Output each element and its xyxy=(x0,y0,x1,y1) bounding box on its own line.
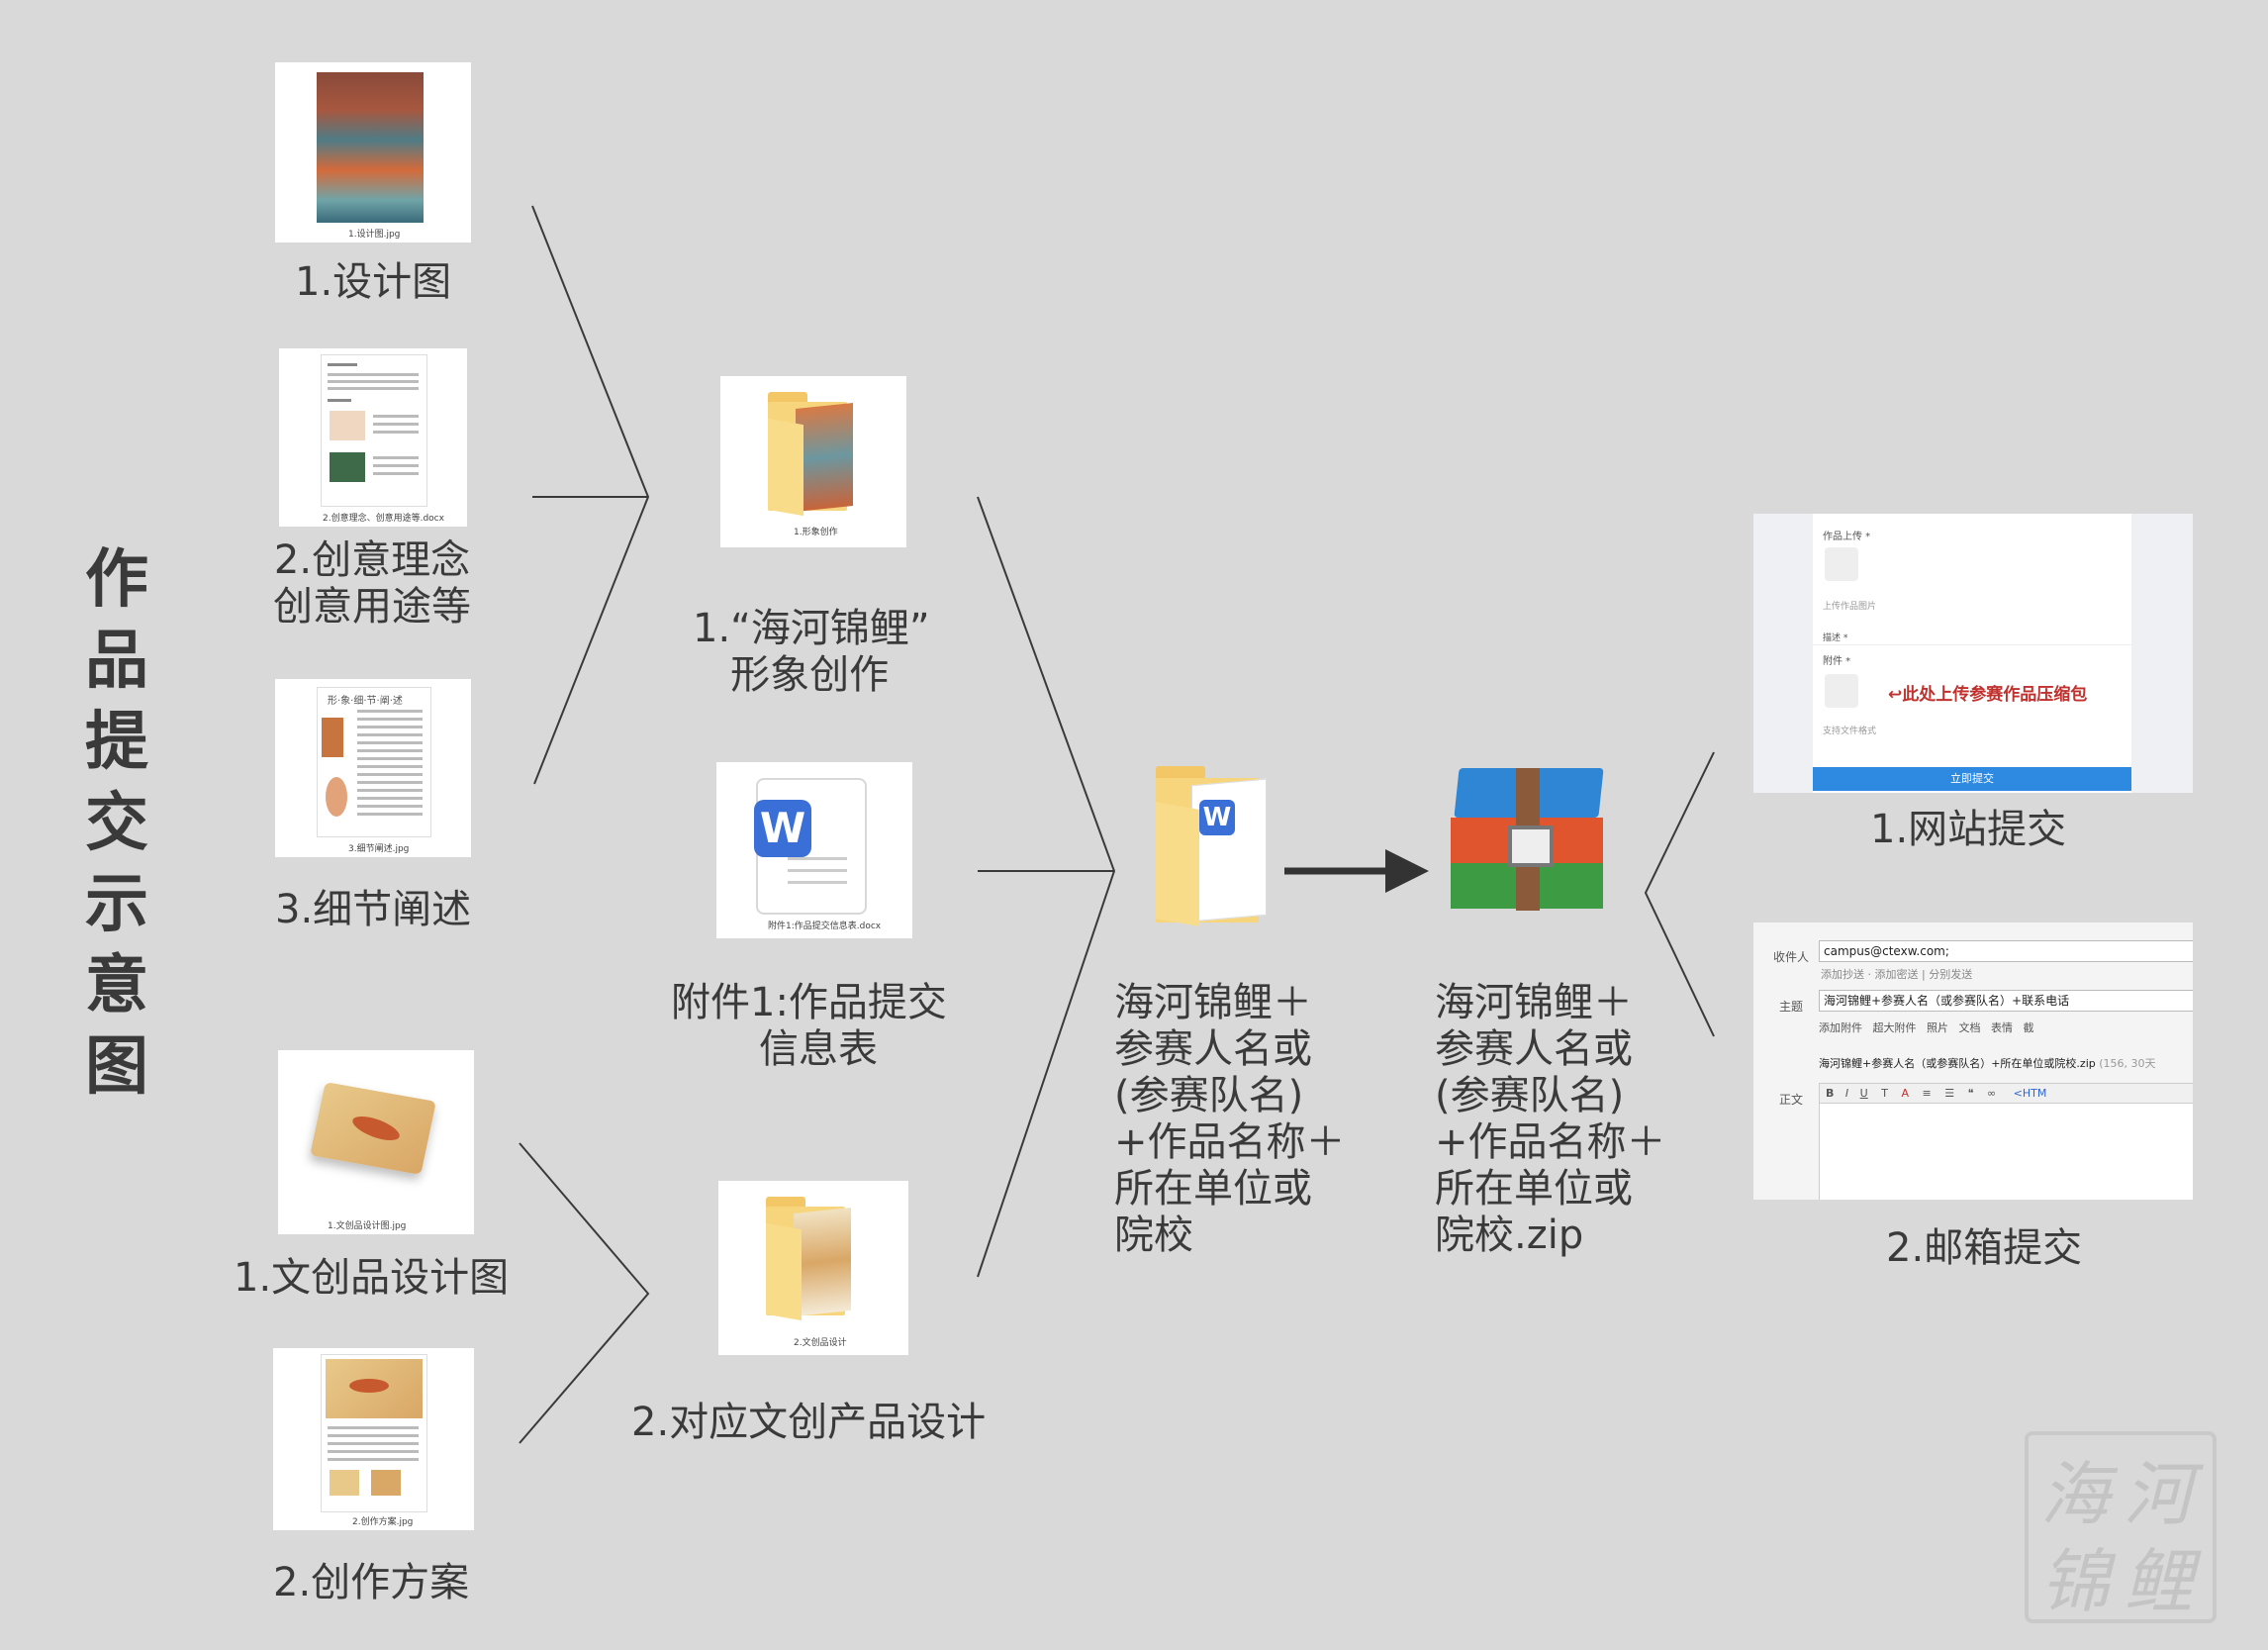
attachment-caption: 附件1:作品提交信息表.docx xyxy=(768,922,882,931)
concept-page xyxy=(321,354,427,507)
seal-char-1: 海 xyxy=(2040,1454,2110,1535)
bracket-top-left xyxy=(531,205,650,785)
zip-archive-icon xyxy=(1451,768,1605,915)
detail-label: 3.细节阐述 xyxy=(275,887,472,932)
folder-icon xyxy=(768,392,857,517)
format-toolbar: B I U T A ≡ ☰ ❝ ∞ <HTM xyxy=(1819,1083,2193,1105)
page-title: 作 品 提 交 示 意 图 xyxy=(85,543,148,1104)
product-design-caption: 2.文创品设计 xyxy=(794,1338,847,1348)
document-button[interactable]: 文档 xyxy=(1958,1021,1981,1034)
field-hint: 上传作品图片 xyxy=(1823,602,1877,612)
detail-thumbnail: 形·象·细·节·阐·述 3.细节阐述.jpg xyxy=(275,679,471,857)
detail-page: 形·象·细·节·阐·述 xyxy=(317,687,431,837)
concept-thumbnail: 2.创意理念、创意用途等.docx xyxy=(279,348,467,527)
image-creation-thumbnail: 1.形象创作 xyxy=(720,376,906,547)
bracket-middle xyxy=(977,496,1116,1278)
folder-icon-2 xyxy=(766,1197,855,1321)
subject-label: 主题 xyxy=(1779,1000,1804,1014)
plan-label: 2.创作方案 xyxy=(273,1560,470,1605)
list-icon[interactable]: ☰ xyxy=(1944,1087,1955,1100)
email-body[interactable] xyxy=(1819,1103,2193,1200)
to-field[interactable]: campus@ctexw.com; xyxy=(1819,940,2193,962)
to-label: 收件人 xyxy=(1773,950,1810,964)
website-screenshot: 作品上传 * 上传作品图片 描述 * 附件 * ↩此处上传参赛作品压缩包 支持文… xyxy=(1753,514,2193,793)
product-caption: 1.文创品设计图.jpg xyxy=(328,1221,407,1231)
design-caption: 1.设计图.jpg xyxy=(348,230,401,240)
email-label: 2.邮箱提交 xyxy=(1886,1225,2083,1271)
attach-toolbar: 添加附件 超大附件 照片 文档 表情 截 xyxy=(1819,1019,2034,1035)
concept-label: 2.创意理念 创意用途等 xyxy=(273,537,471,630)
quote-icon[interactable]: ❝ xyxy=(1967,1087,1974,1100)
bracket-right xyxy=(1644,751,1715,1037)
attachment-file: 海河锦鲤+参赛人名（或参赛队名）+所在单位或院校.zip (156, 30天 xyxy=(1819,1055,2156,1071)
color-icon[interactable]: A xyxy=(1901,1087,1909,1100)
body-label: 正文 xyxy=(1779,1093,1804,1107)
subject-field[interactable]: 海河锦鲤+参赛人名（或参赛队名）+联系电话 xyxy=(1819,990,2193,1012)
align-icon[interactable]: ≡ xyxy=(1922,1087,1932,1100)
word-badge-icon: W xyxy=(1199,800,1235,835)
detail-caption: 3.细节阐述.jpg xyxy=(348,844,410,854)
email-screenshot: 收件人 campus@ctexw.com; 添加抄送 · 添加密送 | 分别发送… xyxy=(1753,922,2193,1200)
attachment-thumbnail: W 附件1:作品提交信息表.docx xyxy=(716,762,912,938)
product-design-label: 2.对应文创产品设计 xyxy=(631,1400,987,1445)
plan-caption: 2.创作方案.jpg xyxy=(352,1517,414,1527)
attachment-name: 海河锦鲤+参赛人名（或参赛队名）+所在单位或院校.zip xyxy=(1819,1057,2096,1070)
emoji-button[interactable]: 表情 xyxy=(1991,1021,2013,1034)
underline-icon[interactable]: U xyxy=(1859,1087,1868,1100)
plan-thumbnail: 2.创作方案.jpg xyxy=(273,1348,474,1530)
link-icon[interactable]: ∞ xyxy=(1986,1087,1997,1100)
seal-logo: 海 河 锦 鲤 xyxy=(2025,1431,2217,1623)
seal-char-4: 鲤 xyxy=(2124,1541,2193,1622)
image-creation-label: 1.“海河锦鲤” 形象创作 xyxy=(693,606,930,698)
combined-folder-icon: W xyxy=(1156,766,1275,926)
plan-page xyxy=(321,1354,427,1512)
field-desc: 描述 * xyxy=(1823,633,1848,643)
submit-button[interactable]: 立即提交 xyxy=(1813,767,2131,791)
attachment-label: 附件1:作品提交 信息表 xyxy=(671,980,947,1072)
bracket-bottom-left xyxy=(519,1142,650,1444)
product-design-thumbnail: 2.文创品设计 xyxy=(718,1181,908,1355)
image-creation-caption: 1.形象创作 xyxy=(794,528,838,537)
zip-label: 海河锦鲤＋ 参赛人名或 (参赛队名) +作品名称＋ 所在单位或 院校.zip xyxy=(1435,980,1666,1258)
website-label: 1.网站提交 xyxy=(1870,807,2067,852)
design-thumbnail: 1.设计图.jpg xyxy=(275,62,471,243)
product-thumbnail: 1.文创品设计图.jpg xyxy=(278,1050,474,1234)
design-label: 1.设计图 xyxy=(295,259,452,305)
field-work: 作品上传 * xyxy=(1823,532,1871,542)
product-label: 1.文创品设计图 xyxy=(234,1255,510,1301)
italic-icon[interactable]: I xyxy=(1844,1087,1849,1100)
koi-illustration xyxy=(317,72,424,223)
bold-icon[interactable]: B xyxy=(1826,1087,1835,1100)
small-note: 支持文件格式 xyxy=(1823,727,1877,736)
large-attachment-button[interactable]: 超大附件 xyxy=(1872,1021,1917,1034)
cc-links[interactable]: 添加抄送 · 添加密送 | 分别发送 xyxy=(1821,968,1973,981)
font-icon[interactable]: T xyxy=(1881,1087,1888,1100)
file-upload-icon[interactable] xyxy=(1825,674,1858,708)
photo-button[interactable]: 照片 xyxy=(1927,1021,1948,1034)
add-attachment-button[interactable]: 添加附件 xyxy=(1819,1021,1862,1034)
html-toggle[interactable]: <HTM xyxy=(2013,1087,2047,1100)
seal-char-3: 锦 xyxy=(2040,1541,2110,1622)
image-upload-icon[interactable] xyxy=(1825,547,1858,581)
detail-doc-title: 形·象·细·节·阐·述 xyxy=(328,696,403,707)
screenshot-button[interactable]: 截 xyxy=(2023,1021,2034,1034)
upload-note: ↩此处上传参赛作品压缩包 xyxy=(1888,685,2088,705)
word-icon: W xyxy=(754,800,811,857)
concept-caption: 2.创意理念、创意用途等.docx xyxy=(323,514,444,524)
seal-char-2: 河 xyxy=(2124,1454,2193,1535)
field-attach: 附件 * xyxy=(1823,656,1851,667)
attachment-size: (156, 30天 xyxy=(2099,1057,2156,1070)
arrow-icon xyxy=(1284,849,1429,893)
folder-label: 海河锦鲤＋ 参赛人名或 (参赛队名) +作品名称＋ 所在单位或 院校 xyxy=(1114,980,1346,1258)
